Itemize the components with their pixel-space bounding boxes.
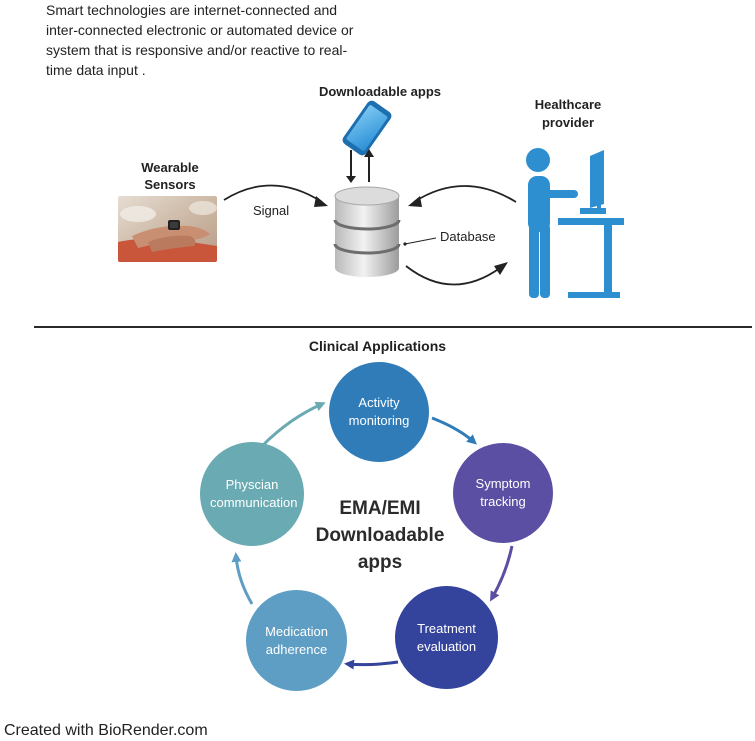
database-icon [333,186,401,277]
provider-to-database-arrow [408,185,517,207]
node-label: Treatment evaluation [416,620,477,654]
phone-icon [342,100,392,156]
wearable-label-line2: Sensors [144,177,196,192]
center-line3: apps [357,552,403,573]
node-symptom-tracking: Symptom tracking [453,443,553,543]
node-label: Symptom tracking [475,476,531,509]
section-divider [34,326,752,328]
node-treatment-evaluation: Treatment evaluation [395,586,498,689]
wearable-label-line1: Wearable [141,160,199,175]
sync-arrows-icon [346,149,374,183]
provider-label-line2: provider [541,115,594,130]
wearable-sensor-photo [118,196,217,262]
footer-credit: Created with BioRender.com [4,722,208,739]
node-label: Physcian communication [210,477,298,510]
clinical-applications-title: Clinical Applications [308,338,447,354]
node-activity-monitoring: Activity monitoring [329,362,429,462]
node-label: Medication adherence [265,623,328,657]
database-to-provider-arrow [405,262,508,286]
database-leader-line [403,237,437,246]
center-line2: Downloadable [315,525,445,546]
downloadable-apps-label: Downloadable apps [318,84,442,99]
node-label: Activity monitoring [348,395,410,428]
intro-text: Smart technologies are internet-connecte… [46,2,354,78]
provider-label-line1: Healthcare [534,97,602,112]
healthcare-provider-label: Healthcare provider [518,96,618,132]
cycle-center-text: EMA/EMI Downloadable apps [300,495,460,576]
node-medication-adherence: Medication adherence [246,590,347,691]
center-line1: EMA/EMI [339,498,421,519]
healthcare-provider-icon [526,148,624,298]
database-label: Database [440,229,496,244]
node-physician-communication: Physcian communication [200,442,304,546]
signal-arrow [223,184,328,207]
wearable-sensors-label: Wearable Sensors [120,159,220,193]
signal-label: Signal [253,203,290,218]
